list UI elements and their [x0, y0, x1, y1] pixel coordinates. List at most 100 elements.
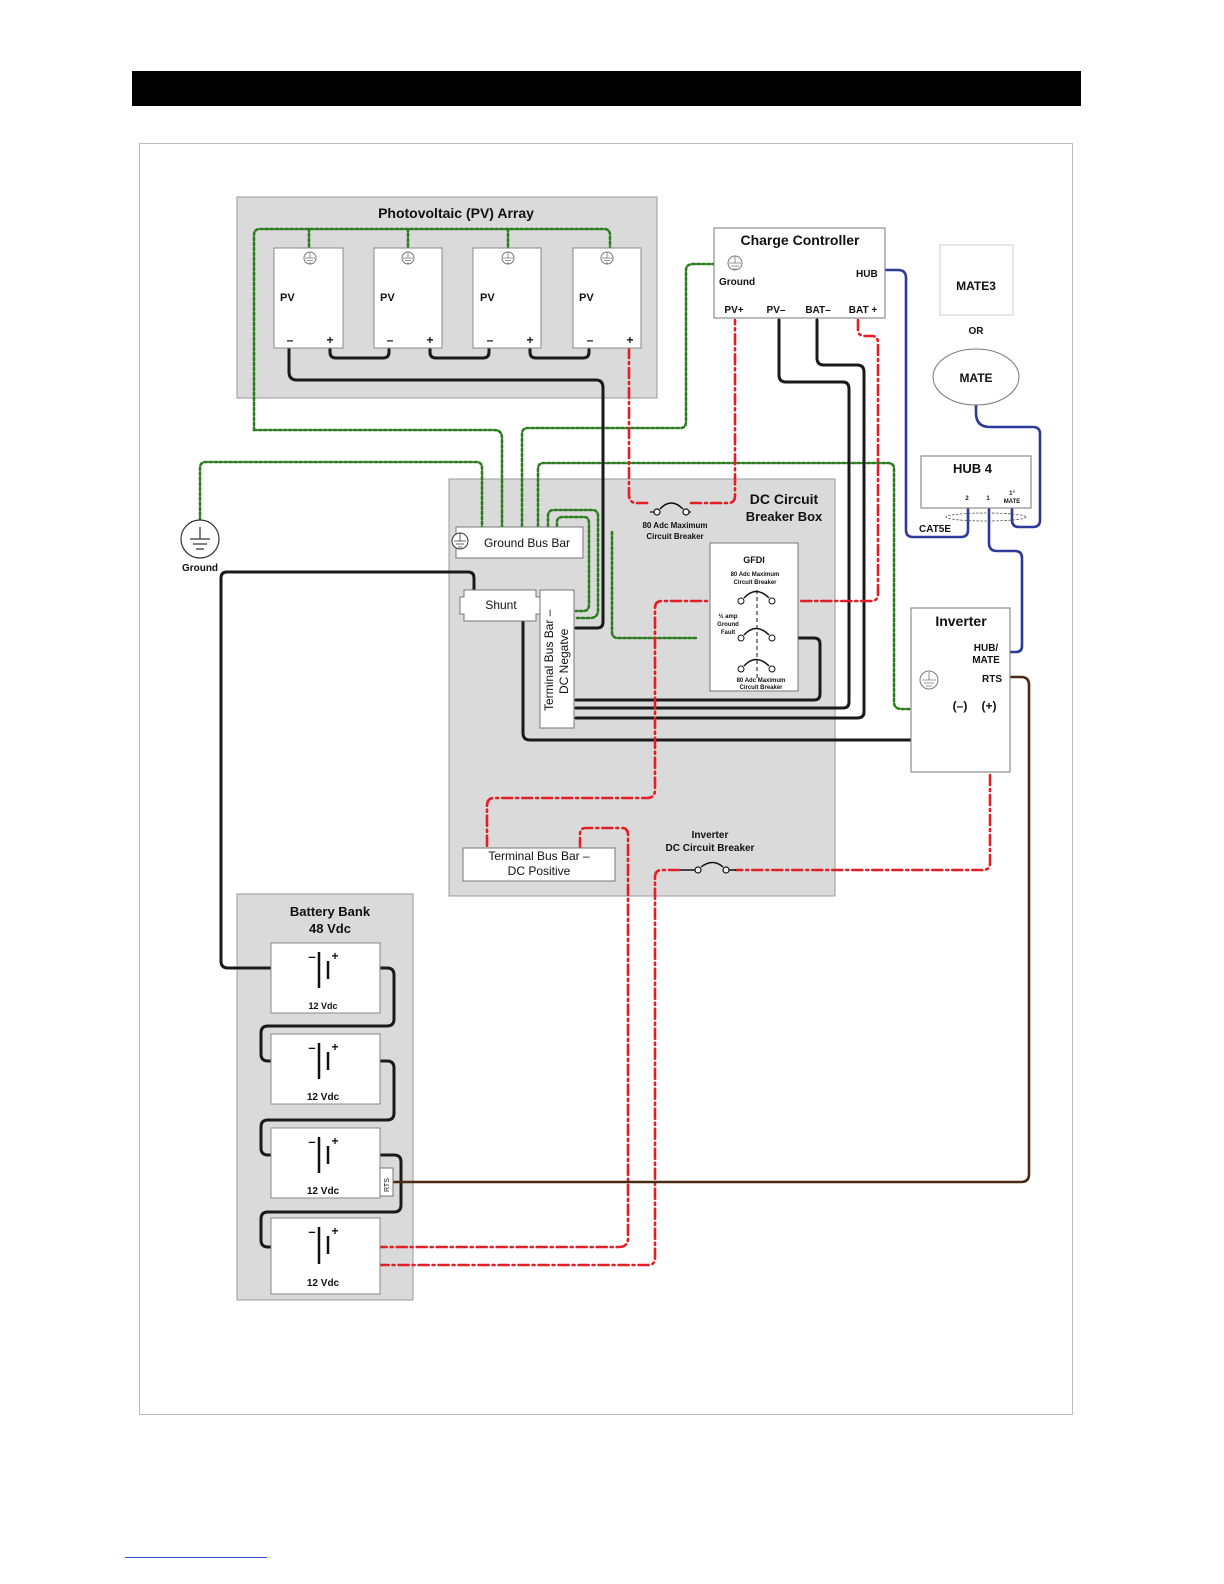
ground-wires — [198, 227, 931, 711]
pv-plus-terminal: + — [526, 333, 533, 347]
pv-module: PV – + — [572, 247, 642, 349]
inverter-rts-label: RTS — [982, 674, 1002, 685]
gfdi-breaker3-line2: Circuit Breaker — [739, 685, 783, 691]
battery-minus: – — [308, 1134, 315, 1149]
neg-bus-label-line1: Terminal Bus Bar – — [542, 609, 556, 711]
gfdi-breaker3-line1: 80 Adc Maximum — [737, 678, 786, 684]
pv-plus-terminal: + — [326, 333, 333, 347]
pv-breaker-label-line1: 80 Adc Maximum — [642, 521, 707, 530]
charge-controller: Charge Controller Ground HUB PV+ PV– BAT… — [713, 227, 886, 319]
ground-bus-bar-label: Ground Bus Bar — [484, 536, 570, 550]
pv-module-label: PV — [579, 292, 594, 304]
gfdi-breaker-3 — [737, 658, 776, 673]
ground-symbol-icon — [451, 532, 469, 550]
inverter-positive-terminal: (+) — [982, 699, 997, 713]
pv-minus-terminal: – — [287, 333, 294, 347]
pv-minus-terminal: – — [487, 333, 494, 347]
ground-symbol-icon — [401, 251, 415, 265]
cc-hub-label: HUB — [856, 269, 878, 280]
pv-module-label: PV — [480, 292, 495, 304]
ground-symbol-icon — [501, 251, 515, 265]
hub4-port-1: 1 — [986, 496, 990, 502]
battery-plus: + — [331, 1134, 338, 1148]
battery-minus: – — [308, 1224, 315, 1239]
cc-ground-label: Ground — [719, 277, 755, 288]
battery-plus: + — [331, 949, 338, 963]
gfdi-breaker-2 — [737, 627, 776, 642]
cc-bat-minus-terminal: BAT– — [805, 305, 831, 316]
pv-breaker-label-line2: Circuit Breaker — [646, 532, 703, 541]
hub4-port-mate: MATE — [1004, 499, 1021, 505]
battery: – + 12 Vdc RTS — [270, 1127, 394, 1199]
battery: – + 12 Vdc — [270, 1033, 381, 1105]
battery-rts-sensor: RTS — [379, 1167, 394, 1197]
pv-circuit-breaker: 80 Adc Maximum Circuit Breaker — [642, 502, 708, 541]
gfdi-breaker-1 — [737, 590, 776, 605]
battery-symbol-icon — [317, 1137, 330, 1173]
ground-bus-bar: Ground Bus Bar — [451, 526, 584, 559]
gfdi-unit: GFDI 80 Adc Maximum Circuit Breaker ½ am… — [709, 542, 799, 692]
battery-plus: + — [331, 1040, 338, 1054]
gfdi-title: GFDI — [743, 555, 765, 565]
pv-minus-terminal: – — [387, 333, 394, 347]
pos-bus-label-line1: Terminal Bus Bar – — [488, 849, 590, 863]
neg-bus-label-line2: DC Negatve — [557, 628, 571, 694]
inverter-hub-line1: HUB/ — [974, 643, 999, 654]
ground-symbol-icon — [303, 251, 317, 265]
pv-module-label: PV — [280, 292, 295, 304]
remote-or-label: OR — [969, 326, 985, 337]
inv-breaker-label-line1: Inverter — [692, 830, 729, 841]
battery-bank-title-line1: Battery Bank — [290, 904, 371, 919]
mate3-device: MATE3 — [939, 244, 1014, 316]
hub4-title: HUB 4 — [953, 461, 993, 476]
battery-symbol-icon — [317, 952, 330, 988]
hub4-port-2: 2 — [965, 496, 969, 502]
ground-label: Ground — [182, 563, 218, 574]
negative-terminal-bus-bar: Terminal Bus Bar – DC Negatve — [539, 589, 575, 729]
shunt-label: Shunt — [485, 598, 517, 612]
pv-module: PV – + — [472, 247, 542, 349]
network-wires — [883, 268, 1042, 654]
ground-symbol-icon — [727, 255, 743, 271]
pv-minus-terminal: – — [587, 333, 594, 347]
battery-symbol-icon — [317, 1227, 330, 1264]
header-bar — [132, 71, 1081, 106]
cc-pv-plus-terminal: PV+ — [724, 305, 743, 316]
battery: – + 12 Vdc — [270, 1217, 381, 1295]
charge-controller-title: Charge Controller — [740, 232, 860, 248]
earth-ground: Ground — [180, 519, 220, 574]
hub4-device: HUB 4 2 1 1° MATE — [920, 455, 1032, 509]
inverter-negative-terminal: (–) — [953, 699, 968, 713]
battery-symbol-icon — [317, 1043, 330, 1079]
hub4-port-mate-top: 1° — [1009, 491, 1015, 497]
pv-module: PV – + — [373, 247, 443, 349]
ground-symbol-icon — [600, 251, 614, 265]
battery-voltage: 12 Vdc — [307, 1278, 340, 1289]
inverter-title: Inverter — [935, 613, 987, 629]
positive-terminal-bus-bar: Terminal Bus Bar – DC Positive — [462, 847, 616, 882]
negative-wires — [219, 318, 961, 1249]
gfdi-breaker2-line2: Ground — [717, 622, 739, 628]
battery: – + 12 Vdc — [270, 942, 381, 1014]
pv-array-title: Photovoltaic (PV) Array — [378, 205, 534, 221]
pv-plus-terminal: + — [426, 333, 433, 347]
battery-voltage: 12 Vdc — [307, 1092, 340, 1103]
pv-module: PV – + — [273, 247, 344, 349]
inv-breaker-label-line2: DC Circuit Breaker — [666, 843, 755, 854]
gfdi-breaker2-line3: Fault — [721, 630, 735, 636]
pv-module-label: PV — [380, 292, 395, 304]
pos-bus-label-line2: DC Positive — [508, 864, 571, 878]
mate3-label: MATE3 — [956, 279, 996, 293]
shunt: Shunt — [459, 589, 541, 622]
battery-plus: + — [331, 1224, 338, 1238]
cat5e-bundle — [945, 512, 1027, 522]
mate-device: MATE — [932, 348, 1020, 406]
cc-bat-plus-terminal: BAT + — [849, 305, 878, 316]
battery-voltage: 12 Vdc — [307, 1186, 340, 1197]
inverter-hub-line2: MATE — [972, 655, 1000, 666]
cat5e-label: CAT5E — [919, 524, 951, 535]
battery-minus: – — [308, 1040, 315, 1055]
gfdi-breaker1-line1: 80 Adc Maximum — [731, 572, 780, 578]
dc-box-title-line2: Breaker Box — [746, 509, 823, 524]
